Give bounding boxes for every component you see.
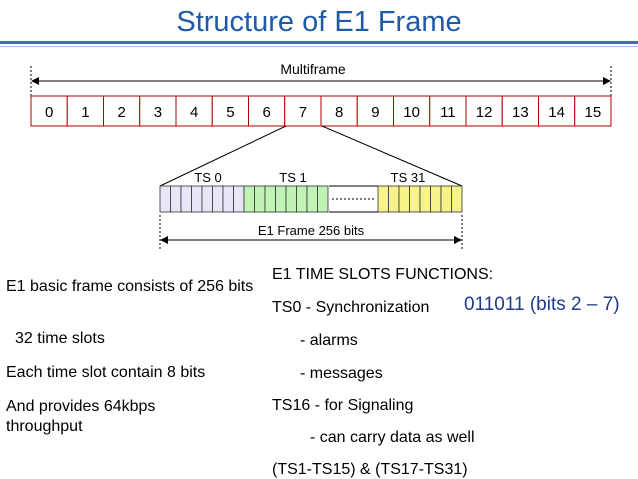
ts0-bit-1 [159, 185, 171, 213]
multiframe-cell-11 [429, 95, 467, 127]
multiframe-cell-10 [393, 95, 431, 127]
multiframe-arrow-left [31, 77, 39, 85]
frame-arrow-left [160, 236, 168, 244]
multiframe-cell-label-6: 6 [262, 104, 270, 121]
multiframe-arrow-right [603, 77, 611, 85]
multiframe-cell-label-10: 10 [403, 104, 420, 121]
multiframe-cell-label-11: 11 [440, 104, 456, 121]
multiframe-cell-label-0: 0 [45, 104, 53, 121]
title-underline [0, 41, 638, 44]
ts1-bit-5 [285, 185, 297, 213]
multiframe-cell-14 [538, 95, 576, 127]
ts0-bit-4 [191, 185, 203, 213]
multiframe-cell-label-12: 12 [476, 104, 493, 121]
left-text-3: Each time slot contain 8 bits [6, 364, 206, 381]
frame-bits [159, 185, 463, 213]
multiframe-cell-label-5: 5 [226, 104, 234, 121]
ts1-label: TS 1 [279, 170, 306, 185]
multiframe-cell-label-7: 7 [299, 104, 307, 121]
ts16-function: TS16 - for Signaling [272, 397, 414, 414]
ts31-bit-1 [377, 185, 389, 213]
ts1-bit-8 [317, 185, 329, 213]
left-text-4: And provides 64kbps throughput [6, 398, 156, 435]
multiframe-cell-label-4: 4 [190, 104, 198, 121]
ts0-label: TS 0 [194, 170, 221, 185]
carry-data-text: - can carry data as well [310, 429, 475, 446]
left-text-1: E1 basic frame consists of 256 bits [6, 278, 254, 295]
multiframe-cell-6 [248, 95, 286, 127]
sync-bits: 011011 (bits 2 – 7) [464, 294, 620, 315]
left-text-2: 32 time slots [15, 330, 105, 347]
messages-text: - messages [300, 365, 383, 382]
timeslot-range-text: (TS1-TS15) & (TS17-TS31) [272, 461, 468, 478]
ts1-bit-1 [243, 185, 255, 213]
multiframe-cell-4 [175, 95, 213, 127]
multiframe-cell-label-15: 15 [585, 104, 602, 121]
multiframe-cell-label-14: 14 [548, 104, 565, 121]
multiframe-cell-label-13: 13 [512, 104, 529, 121]
multiframe-cell-label-1: 1 [81, 104, 89, 121]
title-underline-thin [0, 46, 638, 47]
ts0-bit-5 [201, 185, 213, 213]
ts1-bit-3 [264, 185, 276, 213]
ts31-bit-6 [430, 185, 442, 213]
ts0-bit-2 [170, 185, 182, 213]
multiframe-cell-label-3: 3 [154, 104, 162, 121]
multiframe-cell-9 [356, 95, 394, 127]
multiframe-cell-label-8: 8 [335, 104, 343, 121]
ts31-bit-2 [388, 185, 400, 213]
expand-line-right [321, 125, 463, 187]
multiframe-cell-1 [66, 95, 104, 127]
ts31-label: TS 31 [391, 170, 426, 185]
multiframe-cell-15 [574, 95, 612, 127]
frame-arrow-right [454, 236, 462, 244]
ts1-bit-7 [306, 185, 318, 213]
ts31-bit-5 [419, 185, 431, 213]
multiframe-cell-label-2: 2 [117, 104, 125, 121]
frame-bits-label: E1 Frame 256 bits [258, 223, 365, 238]
ts31-bit-4 [409, 185, 421, 213]
ts1-bit-2 [254, 185, 266, 213]
multiframe-cell-12 [465, 95, 503, 127]
functions-heading: E1 TIME SLOTS FUNCTIONS: [272, 266, 494, 283]
ts31-bit-8 [451, 185, 463, 213]
ts0-bit-8 [233, 185, 245, 213]
ts0-bit-7 [222, 185, 234, 213]
ts1-bit-4 [275, 185, 287, 213]
ts0-function: TS0 - Synchronization [272, 299, 430, 316]
multiframe-cell-label-9: 9 [371, 104, 379, 121]
page-title: Structure of E1 Frame [176, 6, 462, 38]
ts31-bit-7 [440, 185, 452, 213]
multiframe-cell-0 [30, 95, 68, 127]
ts31-bit-3 [398, 185, 410, 213]
multiframe-label: Multiframe [280, 61, 346, 77]
ts1-bit-6 [296, 185, 308, 213]
expand-line-left [159, 125, 287, 187]
ts0-bit-6 [212, 185, 224, 213]
alarms-text: - alarms [300, 332, 358, 349]
ts0-bit-3 [180, 185, 192, 213]
multiframe-cell-2 [103, 95, 141, 127]
multiframe-cell-3 [139, 95, 177, 127]
